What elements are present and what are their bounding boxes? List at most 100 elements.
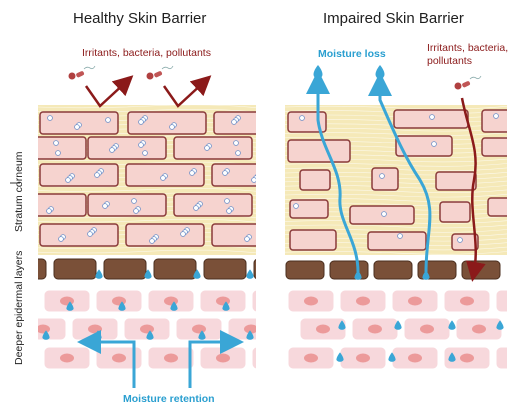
nucleus [472,324,486,334]
water-molecule [276,230,281,235]
nucleus [512,354,519,363]
nucleus [408,296,422,306]
nucleus [112,353,126,363]
water-drop-icon [338,320,346,330]
water-molecule [189,170,195,176]
water-drop-icon [42,330,50,340]
corneocyte [395,135,453,157]
corneocyte [367,231,427,251]
corneocyte [481,137,507,157]
water-molecule [87,231,93,237]
corneocyte [39,223,119,247]
moisture-retention-label: Moisture retention [123,393,215,405]
water-molecule [457,237,463,243]
water-molecule [226,208,232,214]
water-molecule [138,119,144,125]
lipid-line [285,193,507,198]
nucleus [38,324,50,334]
corneocyte [211,163,256,187]
bacterium-shape [462,81,471,88]
nucleus [356,296,370,306]
moisture-loss-label: Moisture loss [318,48,386,60]
moisture-loss-stream [306,70,360,273]
deep-cell [251,346,256,370]
flagellum-line [469,75,482,80]
nucleus [356,353,370,363]
water-molecule [18,202,23,207]
deflected-irritant-arrow [162,75,212,108]
particle-dot [146,72,154,80]
nucleus [268,354,282,363]
nucleus [216,353,230,363]
bacterium-shape [76,71,85,78]
irritants-label-impaired-2: pollutants [427,55,472,67]
flagellum-line [83,65,96,70]
nucleus [244,324,256,334]
water-molecule [65,177,71,183]
irritant-particle-icon [454,75,482,90]
deep-cell [495,346,507,370]
nucleus [408,353,422,363]
water-molecule [379,173,385,179]
water-molecule [222,170,228,176]
water-drop-icon [118,301,126,311]
granular-cell [329,260,369,280]
nucleus [460,353,474,363]
lipid-line [285,198,507,202]
water-drop-icon [388,352,396,362]
corneocyte [287,139,351,163]
water-molecule [180,231,186,237]
water-molecule [149,238,155,244]
water-molecule [293,203,299,209]
water-drop-icon [375,65,385,79]
water-molecule [16,204,21,209]
water-molecule [193,205,199,211]
nucleus [420,324,434,334]
lipid-line [38,218,256,223]
lipid-line [285,251,507,255]
lipid-line [285,224,507,229]
water-drop-icon [144,269,152,279]
healthy-title: Healthy Skin Barrier [73,10,207,27]
water-drop-icon [193,269,201,279]
nucleus [192,324,206,334]
penetrating-irritant-arrow [460,97,486,282]
water-molecule [47,115,53,121]
deep-cell [251,289,256,313]
particle-dot [454,82,462,90]
water-molecule [255,174,256,178]
corneocyte [289,199,329,219]
corneocyte [213,111,256,135]
water-molecule [160,175,166,181]
nucleus [460,296,474,306]
granular-cell [53,258,97,280]
granular-cell [285,260,325,280]
lipid-line [285,163,507,167]
water-drop-icon [222,301,230,311]
nucleus [60,353,74,363]
flagellum-line [161,65,174,70]
water-molecule [429,114,435,120]
moisture-retention-arrow [77,330,136,388]
granular-cell [153,258,197,280]
corneocyte [211,223,256,247]
granular-cell [253,258,256,280]
water-drop-icon [95,269,103,279]
corneocyte [289,229,337,251]
corneocyte [371,167,399,191]
nucleus [140,324,154,334]
water-molecule [244,236,250,242]
water-drop-icon [354,270,362,280]
water-drop-icon [336,352,344,362]
nucleus [164,353,178,363]
water-drop-icon [448,320,456,330]
nucleus [304,296,318,306]
nucleus [88,324,102,334]
nucleus [268,297,282,306]
water-drop-icon [422,270,430,280]
corneocyte [39,163,119,187]
water-molecule [46,208,52,214]
water-molecule [105,117,111,123]
water-molecule [25,146,30,151]
